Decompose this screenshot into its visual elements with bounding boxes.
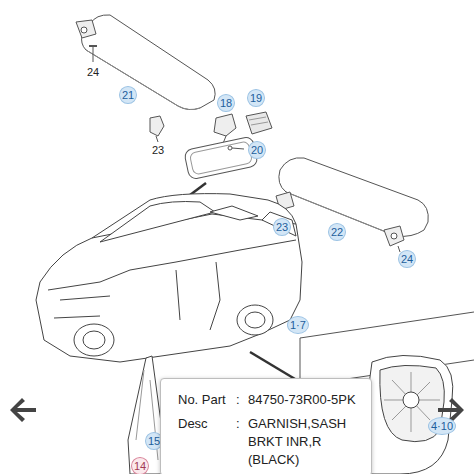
- tooltip-grid: No. Part:84750-73R00-5PK Desc:GARNISH,SAS…: [161, 379, 371, 474]
- callout-number: 18: [217, 94, 235, 112]
- tooltip-text: :: [236, 415, 248, 469]
- part-tooltip: No. Part:84750-73R00-5PK Desc:GARNISH,SAS…: [160, 378, 372, 474]
- tooltip-text: Desc: [178, 415, 236, 469]
- tooltip-text: No. Part: [178, 391, 236, 409]
- callout-number: 22: [328, 223, 346, 241]
- tooltip-text: GARNISH,SASH BRKT INR,R (BLACK): [248, 415, 358, 469]
- callout-number: 19: [247, 89, 265, 107]
- callout-number: 1·7: [287, 316, 309, 334]
- part-number: 23: [152, 145, 164, 156]
- right-sun-visor: [276, 158, 428, 252]
- callout-number: 20: [248, 141, 266, 159]
- left-sun-visor: [76, 15, 215, 110]
- vehicle-outline: [36, 194, 302, 362]
- part-number: 24: [87, 67, 99, 78]
- tooltip-text: 84750-73R00-5PK: [248, 391, 358, 409]
- callout-number: 24: [398, 250, 416, 268]
- callout-number: 21: [119, 86, 137, 104]
- callout-number: 14: [131, 457, 149, 474]
- outside-mirror: [366, 355, 452, 474]
- mirror-assembly: [150, 112, 272, 180]
- callout-number: 4·10: [428, 417, 456, 435]
- tooltip-text: :: [236, 391, 248, 409]
